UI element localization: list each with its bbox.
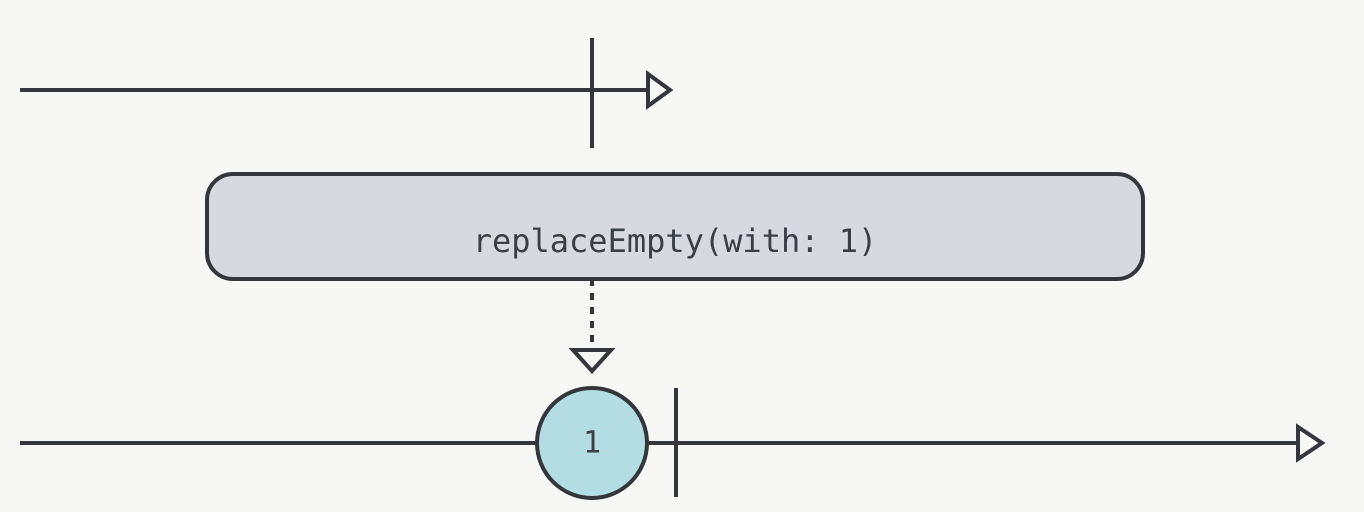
event-marble-label: 1 bbox=[583, 426, 601, 461]
output-timeline-arrowhead-icon bbox=[1296, 423, 1326, 463]
event-marble[interactable]: 1 bbox=[535, 386, 649, 500]
operator-box-group[interactable]: replaceEmpty(with: 1) bbox=[205, 172, 1145, 281]
event-marble-circle[interactable] bbox=[535, 386, 649, 500]
operator-box[interactable] bbox=[205, 172, 1145, 281]
output-event-marbles: 1 bbox=[535, 386, 649, 500]
output-timeline-group: 1 bbox=[20, 386, 1326, 500]
input-timeline-arrowhead-icon bbox=[646, 70, 674, 110]
connector-arrowhead-icon bbox=[568, 348, 616, 374]
operator-output-connector-group bbox=[568, 279, 616, 374]
operator-label: replaceEmpty(with: 1) bbox=[473, 222, 878, 260]
input-timeline-group bbox=[20, 38, 674, 148]
